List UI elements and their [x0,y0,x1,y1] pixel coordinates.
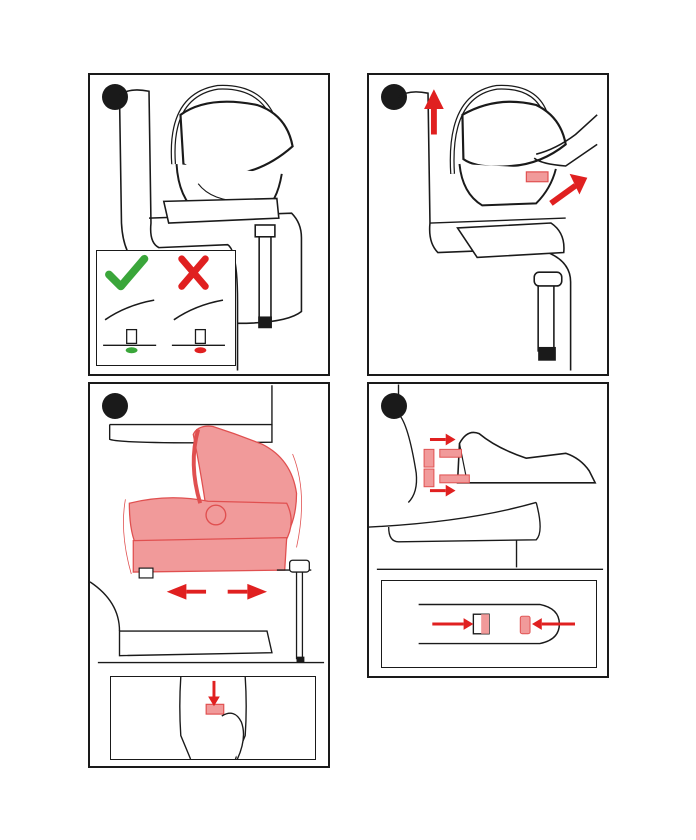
step-1-panel [88,73,330,376]
indicator-inset [96,250,236,366]
connector-inset [381,580,597,668]
release-handle [526,172,548,182]
step-2-illustration [369,75,607,374]
connector-inset-illustration [382,581,596,667]
step-3-panel [88,382,330,768]
step-2-panel [367,73,609,376]
release-inset [110,676,316,760]
release-inset-illustration [111,677,315,759]
step-4-panel [367,382,609,678]
indicator-diagrams [97,251,235,365]
